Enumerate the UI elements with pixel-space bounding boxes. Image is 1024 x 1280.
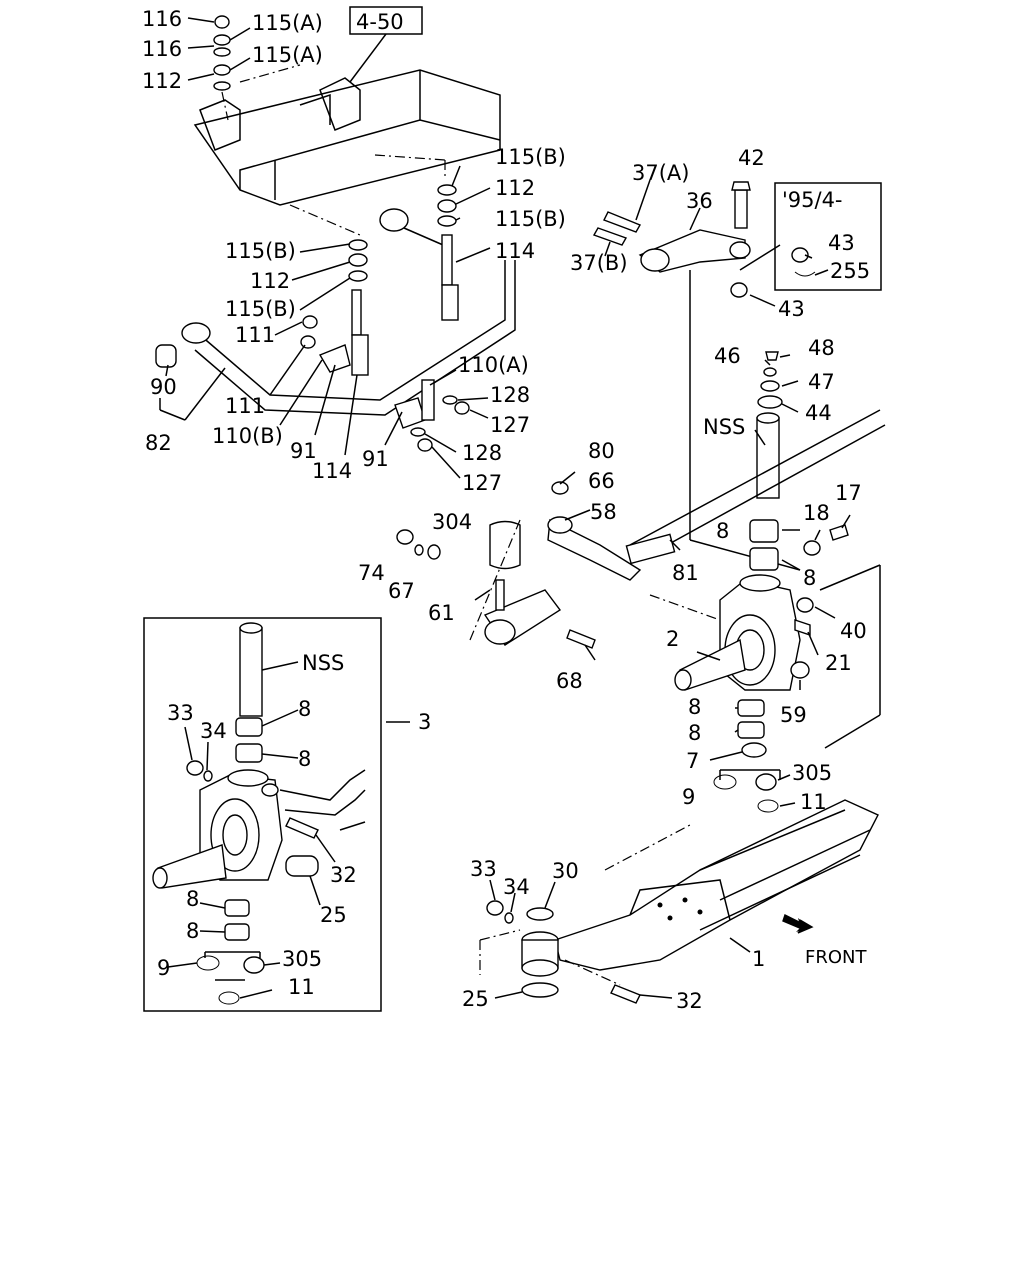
- callout-80[interactable]: 80: [588, 439, 615, 463]
- callout-114[interactable]: 114: [312, 459, 352, 483]
- stabilizer-bar: [155, 154, 516, 416]
- callout-112[interactable]: 112: [142, 69, 182, 93]
- axle-beam: [479, 799, 879, 1004]
- tie-rod: [396, 409, 886, 649]
- callout-115a[interactable]: 115(A): [252, 11, 323, 35]
- king-pin-area: [749, 351, 849, 571]
- callout-305[interactable]: 305: [282, 947, 322, 971]
- callout-66[interactable]: 66: [588, 469, 615, 493]
- callout-32[interactable]: 32: [676, 989, 703, 1013]
- callout-21[interactable]: 21: [825, 651, 852, 675]
- callout-34[interactable]: 34: [200, 719, 227, 743]
- callout-48[interactable]: 48: [808, 336, 835, 360]
- callout-114[interactable]: 114: [495, 239, 535, 263]
- steering-knuckle: [674, 564, 881, 813]
- callout-305[interactable]: 305: [792, 761, 832, 785]
- leaders-right: [474, 179, 851, 807]
- stabilizer-link-right: [379, 165, 491, 321]
- callout-90[interactable]: 90: [150, 375, 177, 399]
- callout-8[interactable]: 8: [298, 747, 311, 771]
- callout-37b[interactable]: 37(B): [570, 251, 628, 275]
- callout-9[interactable]: 9: [157, 956, 170, 980]
- callout-115b[interactable]: 115(B): [495, 207, 566, 231]
- figure-ref-box[interactable]: 4-50: [349, 6, 423, 83]
- callout-8[interactable]: 8: [688, 721, 701, 745]
- callout-9[interactable]: 9: [682, 785, 695, 809]
- callout-115b[interactable]: 115(B): [225, 297, 296, 321]
- callout-110a[interactable]: 110(A): [458, 353, 529, 377]
- callout-8[interactable]: 8: [298, 697, 311, 721]
- callout-34[interactable]: 34: [503, 875, 530, 899]
- callout-81[interactable]: 81: [672, 561, 699, 585]
- inset-box-label: '95/4-: [782, 188, 843, 212]
- callout-2[interactable]: 2: [666, 627, 679, 651]
- callout-128[interactable]: 128: [462, 441, 502, 465]
- idler-arm: [592, 181, 801, 571]
- callout-43[interactable]: 43: [828, 231, 855, 255]
- callout-46[interactable]: 46: [714, 344, 741, 368]
- callout-17[interactable]: 17: [835, 481, 862, 505]
- callout-36[interactable]: 36: [686, 189, 713, 213]
- callout-115a[interactable]: 115(A): [252, 43, 323, 67]
- callout-67[interactable]: 67: [388, 579, 415, 603]
- callout-32[interactable]: 32: [330, 863, 357, 887]
- inset-box-9504[interactable]: '95/4-: [739, 182, 882, 291]
- callout-25[interactable]: 25: [462, 987, 489, 1011]
- callout-11[interactable]: 11: [288, 975, 315, 999]
- callout-82[interactable]: 82: [145, 431, 172, 455]
- callout-nss[interactable]: NSS: [302, 651, 344, 675]
- callout-115b[interactable]: 115(B): [225, 239, 296, 263]
- callout-116[interactable]: 116: [142, 7, 182, 31]
- callout-7[interactable]: 7: [686, 749, 699, 773]
- callout-112[interactable]: 112: [250, 269, 290, 293]
- callout-128[interactable]: 128: [490, 383, 530, 407]
- front-direction-label: FRONT: [805, 947, 867, 968]
- callout-116[interactable]: 116: [142, 37, 182, 61]
- callout-8[interactable]: 8: [186, 919, 199, 943]
- callout-115b[interactable]: 115(B): [495, 145, 566, 169]
- callout-68[interactable]: 68: [556, 669, 583, 693]
- callout-91[interactable]: 91: [290, 439, 317, 463]
- callout-112[interactable]: 112: [495, 176, 535, 200]
- callout-111[interactable]: 111: [225, 394, 265, 418]
- hardware-stack-top: [187, 15, 301, 121]
- callout-8[interactable]: 8: [803, 566, 816, 590]
- callout-33[interactable]: 33: [470, 857, 497, 881]
- callout-44[interactable]: 44: [805, 401, 832, 425]
- callout-33[interactable]: 33: [167, 701, 194, 725]
- stabilizer-link-left: [300, 239, 470, 452]
- callout-8[interactable]: 8: [688, 695, 701, 719]
- callout-111[interactable]: 111: [235, 323, 275, 347]
- callout-110b[interactable]: 110(B): [212, 424, 283, 448]
- callout-74[interactable]: 74: [358, 561, 385, 585]
- callout-304[interactable]: 304: [432, 510, 472, 534]
- callout-91[interactable]: 91: [362, 447, 389, 471]
- callouts: 116 116 112 115(A) 115(A) 115(B) 112 115…: [142, 7, 870, 1013]
- callout-nss[interactable]: NSS: [703, 415, 745, 439]
- callout-43[interactable]: 43: [778, 297, 805, 321]
- callout-42[interactable]: 42: [738, 146, 765, 170]
- callout-30[interactable]: 30: [552, 859, 579, 883]
- frame-crossmember: [193, 69, 501, 206]
- callout-58[interactable]: 58: [590, 500, 617, 524]
- callout-40[interactable]: 40: [840, 619, 867, 643]
- callout-59[interactable]: 59: [780, 703, 807, 727]
- figure-ref-label: 4-50: [356, 10, 404, 34]
- callout-18[interactable]: 18: [803, 501, 830, 525]
- callout-61[interactable]: 61: [428, 601, 455, 625]
- callout-11[interactable]: 11: [800, 790, 827, 814]
- callout-8[interactable]: 8: [716, 519, 729, 543]
- callout-127[interactable]: 127: [462, 471, 502, 495]
- callout-37a[interactable]: 37(A): [632, 161, 689, 185]
- knuckle-assembly-inset[interactable]: [143, 617, 410, 1012]
- callout-25[interactable]: 25: [320, 903, 347, 927]
- callout-1[interactable]: 1: [752, 947, 765, 971]
- leaders-top-left: [159, 243, 489, 479]
- callout-255[interactable]: 255: [830, 259, 870, 283]
- callout-127[interactable]: 127: [490, 413, 530, 437]
- callout-3[interactable]: 3: [418, 710, 431, 734]
- callout-47[interactable]: 47: [808, 370, 835, 394]
- callout-8[interactable]: 8: [186, 887, 199, 911]
